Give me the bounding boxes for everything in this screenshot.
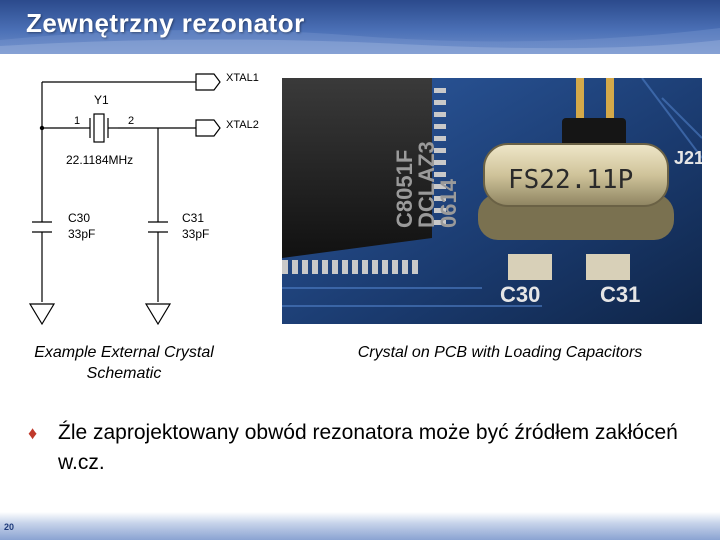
pcb-label-j21: J21: [674, 148, 702, 168]
header-wave-decoration: [0, 28, 720, 54]
diamond-bullet-icon: ♦: [28, 423, 38, 443]
chip-marking-2: DCLAZ3: [414, 141, 439, 228]
chip-marking-1: C8051F: [392, 150, 417, 228]
footer-bar: [0, 512, 720, 540]
slide-title: Zewnętrzny rezonator: [26, 8, 305, 38]
crystal-schematic: XTAL1 XTAL2 Y1 1 2 22.1184MHz C30 33pF C…: [28, 72, 259, 326]
label-pin1: 1: [74, 115, 80, 127]
label-c30: C30: [68, 211, 90, 225]
bullet-text: Źle zaprojektowany obwód rezonatora może…: [58, 421, 678, 474]
crystal-marking: FS22.11P: [508, 165, 633, 195]
label-y1: Y1: [94, 93, 109, 107]
label-c30-value: 33pF: [68, 227, 95, 241]
pcb-label-c30: C30: [500, 282, 540, 307]
caption-photo: Crystal on PCB with Loading Capacitors: [357, 344, 643, 361]
page-number: 20: [4, 522, 15, 532]
label-xtal2: XTAL2: [226, 119, 259, 131]
pcb-label-c31: C31: [600, 282, 640, 307]
caption-schematic: Example External Crystal Schematic: [34, 344, 214, 382]
pcb-photo: C8051F DCLAZ3 0614 FS22.11P C30 C31 J21: [282, 78, 702, 324]
label-xtal1: XTAL1: [226, 72, 259, 84]
label-c31-value: 33pF: [182, 227, 209, 241]
label-frequency: 22.1184MHz: [66, 153, 133, 167]
crystal-can: [483, 143, 669, 207]
capacitor-c30: [508, 254, 552, 280]
chip-marking-3: 0614: [436, 178, 461, 228]
label-pin2: 2: [128, 115, 134, 127]
capacitor-c31: [586, 254, 630, 280]
mcu-chip: [282, 78, 432, 258]
label-c31: C31: [182, 211, 204, 225]
header-bar: Zewnętrzny rezonator: [0, 0, 720, 54]
